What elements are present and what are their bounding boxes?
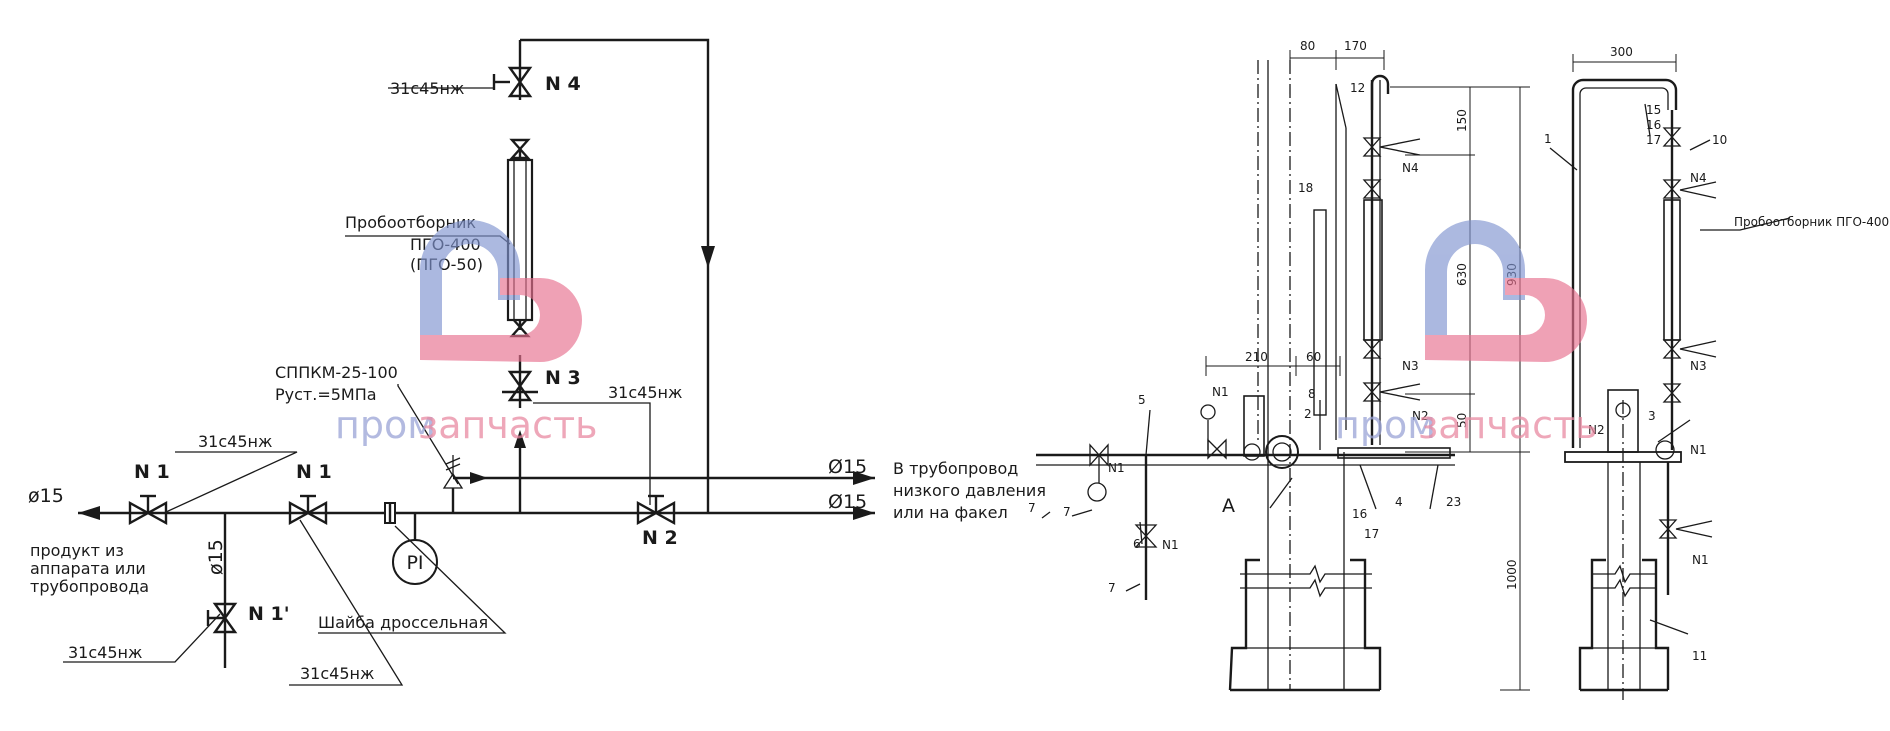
callout-18: 18 <box>1298 181 1313 195</box>
callout-16: 16 <box>1352 507 1367 521</box>
callout-16-front: 16 <box>1646 118 1661 132</box>
dim-80: 80 <box>1300 39 1315 53</box>
label-n1-second: N 1 <box>296 461 332 483</box>
inlet-caption-3: трубопровода <box>30 577 149 596</box>
watermark-logo-right <box>1425 220 1587 362</box>
valve-spec-drain: 31с45нж <box>68 643 142 662</box>
side-label-n2: N2 <box>1412 409 1429 423</box>
callout-2: 2 <box>1304 407 1312 421</box>
callout-17: 17 <box>1364 527 1379 541</box>
callout-15: 15 <box>1646 103 1661 117</box>
watermark-text-right: пром запчасть <box>1335 403 1598 447</box>
front-sampler-label: Пробоотборник ПГО-400 <box>1734 215 1889 229</box>
callout-12: 12 <box>1350 81 1365 95</box>
valve-n4 <box>492 66 533 98</box>
front-label-n2: N2 <box>1588 423 1605 437</box>
watermark-suffix-left: запчасть <box>418 403 598 447</box>
section-mark-a: A <box>1222 495 1235 517</box>
dim-300: 300 <box>1610 45 1633 59</box>
front-label-n1-upper: N1 <box>1690 443 1707 457</box>
drain-diameter: ø15 <box>205 539 227 575</box>
outlet-arrow-upper <box>853 471 875 485</box>
valve-n1-second <box>288 494 328 526</box>
callout-8: 8 <box>1308 387 1316 401</box>
dim-150: 150 <box>1455 109 1469 132</box>
callout-6: 6 <box>1133 537 1141 551</box>
piping-schematic: PI <box>28 38 1046 686</box>
label-n1-prime: N 1' <box>248 603 290 625</box>
inlet-caption-2: аппарата или <box>30 559 146 578</box>
dim-170: 170 <box>1344 39 1367 53</box>
callout-7-c: 7 <box>1108 581 1116 595</box>
outlet-diameter-upper: Ø15 <box>828 456 867 478</box>
safety-valve-label-1: СППКМ-25-100 <box>275 363 398 382</box>
inlet-arrow <box>78 506 100 520</box>
dim-210: 210 <box>1245 350 1268 364</box>
watermark-prefix-left: пром <box>335 403 436 447</box>
front-label-n3: N3 <box>1690 359 1707 373</box>
callout-4: 4 <box>1395 495 1403 509</box>
outlet-caption-3: или на факел <box>893 503 1008 522</box>
valve-spec-orifice: 31с45нж <box>300 664 374 683</box>
dim-60: 60 <box>1306 350 1321 364</box>
valve-n2 <box>636 494 676 526</box>
side-label-n3: N3 <box>1402 359 1419 373</box>
front-view-drawing: 300 1 15 16 17 10 N4 Пробоотборник ПГО-4… <box>1544 45 1889 700</box>
label-n1-inlet: N 1 <box>134 461 170 483</box>
outlet-caption-2: низкого давления <box>893 481 1046 500</box>
outlet-diameter-lower: Ø15 <box>828 491 867 513</box>
side-label-n1-branch: N1 <box>1162 538 1179 552</box>
valve-n1-inlet <box>128 494 168 526</box>
callout-7-a: 7 <box>1063 505 1071 519</box>
callout-10: 10 <box>1712 133 1727 147</box>
pressure-gauge <box>392 539 438 585</box>
outlet-arrow-lower <box>853 506 875 520</box>
watermark-suffix-right: запчасть <box>1418 403 1598 447</box>
inlet-caption-1: продукт из <box>30 541 124 560</box>
label-n3: N 3 <box>545 367 581 389</box>
orifice-plate <box>384 502 396 524</box>
watermark-prefix-right: пром <box>1335 403 1436 447</box>
callout-1: 1 <box>1544 132 1552 146</box>
valve-spec-n4: 31с45нж <box>390 79 464 98</box>
label-n2: N 2 <box>642 527 678 549</box>
safety-valve-label-2: Руст.=5МПа <box>275 385 377 404</box>
callout-3: 3 <box>1648 409 1656 423</box>
side-view-drawing: 80 170 12 18 210 60 8 2 5 N1 N1 N1 7 7 6… <box>1028 39 1530 692</box>
valve-spec-n2: 31с45нж <box>608 383 682 402</box>
dim-1000: 1000 <box>1505 559 1519 590</box>
front-label-n4: N4 <box>1690 171 1707 185</box>
watermark-logo-left <box>420 220 582 362</box>
safety-valve <box>442 455 464 513</box>
side-label-n4: N4 <box>1402 161 1419 175</box>
dim-50: 50 <box>1455 413 1469 428</box>
watermark-text-left: пром запчасть <box>335 403 598 447</box>
callout-11: 11 <box>1692 649 1707 663</box>
inlet-diameter: ø15 <box>28 485 64 507</box>
callout-5: 5 <box>1138 393 1146 407</box>
valve-n1-prime-drain <box>206 602 238 634</box>
side-label-n1-top: N1 <box>1212 385 1229 399</box>
callout-23: 23 <box>1446 495 1461 509</box>
valve-n3 <box>502 370 538 402</box>
sampler-label-1: Пробоотборник <box>345 213 476 232</box>
dim-630: 630 <box>1455 263 1469 286</box>
outlet-caption-1: В трубопровод <box>893 459 1018 478</box>
front-label-n1-lower: N1 <box>1692 553 1709 567</box>
orifice-label: Шайба дроссельная <box>318 613 488 632</box>
label-n4: N 4 <box>545 73 581 95</box>
pressure-gauge-label: PI <box>406 552 423 574</box>
callout-7-b: 7 <box>1028 501 1036 515</box>
side-label-n1-left: N1 <box>1108 461 1125 475</box>
callout-17-front: 17 <box>1646 133 1661 147</box>
valve-spec-n1: 31с45нж <box>198 432 272 451</box>
